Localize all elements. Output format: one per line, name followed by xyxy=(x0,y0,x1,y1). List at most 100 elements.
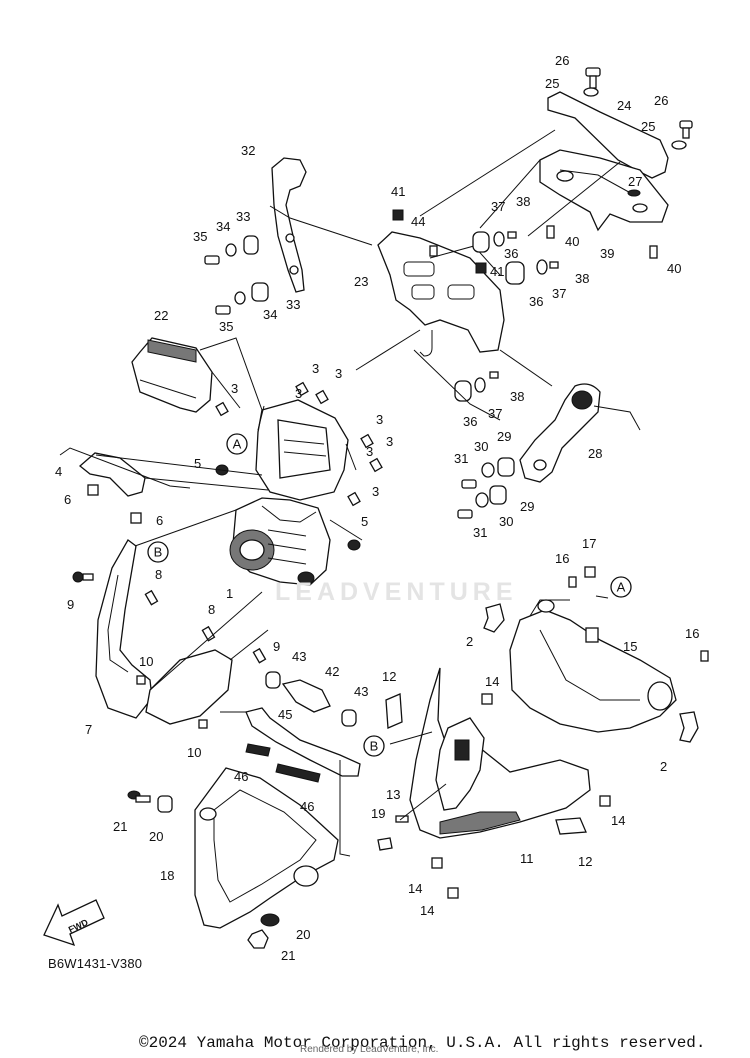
callout-number: 46 xyxy=(234,769,248,784)
callout-number: 45 xyxy=(278,707,292,722)
callout-number: 28 xyxy=(588,446,602,461)
clip-14-a xyxy=(481,693,493,705)
damper-33-upper xyxy=(204,235,259,265)
damper-group-lower xyxy=(454,371,499,402)
damper-20-lower xyxy=(260,913,280,927)
callout-number: 20 xyxy=(149,829,163,844)
callout-number: 37 xyxy=(488,406,502,421)
bolt-40-right xyxy=(649,245,658,259)
nut-10-left xyxy=(136,675,146,685)
nut-41-mid xyxy=(475,262,487,274)
callout-numbers: 26 25 26 24 25 32 27 41 38 37 44 33 35 3… xyxy=(55,53,699,963)
callout-number: 46 xyxy=(300,799,314,814)
callout-number: 11 xyxy=(520,851,534,866)
callout-number: 41 xyxy=(490,264,504,279)
screw-5-right xyxy=(347,539,361,551)
callout-number: 43 xyxy=(292,649,306,664)
bolt-21-upper xyxy=(127,790,151,803)
screw-9-mid xyxy=(252,647,267,664)
ref-b-left: B xyxy=(147,541,169,563)
callout-number: 31 xyxy=(454,451,468,466)
callout-number: 38 xyxy=(575,271,589,286)
side-cover-7 xyxy=(95,539,233,725)
callout-number: 9 xyxy=(273,639,280,654)
bolt-26-right xyxy=(679,120,693,139)
diagram-code: B6W1431-V380 xyxy=(48,956,143,971)
bolt-40-left xyxy=(546,225,555,239)
ref-a-upper: A xyxy=(226,433,248,455)
callout-number: 3 xyxy=(335,366,342,381)
seal-46-right xyxy=(275,763,321,783)
callout-number: 34 xyxy=(216,219,230,234)
callout-number: 16 xyxy=(555,551,569,566)
ref-b-lower: B xyxy=(363,735,385,757)
callout-number: 18 xyxy=(160,868,174,883)
stay-45 xyxy=(245,707,361,777)
damper-group-upper xyxy=(472,231,517,253)
screw-9-left xyxy=(72,571,94,583)
bracket-42 xyxy=(281,679,331,713)
decal-12-upper xyxy=(385,693,403,729)
callout-number: 26 xyxy=(555,53,569,68)
callout-number: 4 xyxy=(55,464,62,479)
washer-25-right xyxy=(671,140,687,150)
damper-43-right xyxy=(341,709,357,727)
callout-number: 24 xyxy=(617,98,631,113)
callout-number: 3 xyxy=(386,434,393,449)
callout-number: 14 xyxy=(611,813,625,828)
headlight-assembly-1 xyxy=(229,497,331,586)
callout-number: 37 xyxy=(491,199,505,214)
callout-number: 22 xyxy=(154,308,168,323)
bracket-15-part xyxy=(509,599,677,733)
callout-number: 26 xyxy=(654,93,668,108)
guide-lines xyxy=(59,129,641,857)
callout-number: 8 xyxy=(155,567,162,582)
callout-number: 14 xyxy=(485,674,499,689)
callout-number: 7 xyxy=(85,722,92,737)
callout-number: 31 xyxy=(473,525,487,540)
ref-a-upper-label: A xyxy=(233,437,242,452)
callout-number: 38 xyxy=(510,389,524,404)
callout-number: 40 xyxy=(667,261,681,276)
bolt-44 xyxy=(429,245,438,257)
callout-number: 36 xyxy=(529,294,543,309)
nut-21-lower xyxy=(247,929,269,949)
callout-number: 6 xyxy=(64,492,71,507)
callout-number: 30 xyxy=(499,514,513,529)
callout-number: 13 xyxy=(386,787,400,802)
side-cowl-11 xyxy=(409,667,591,839)
callout-number: 38 xyxy=(516,194,530,209)
callout-number: 15 xyxy=(623,639,637,654)
callout-number: 27 xyxy=(628,174,642,189)
bolt-26-top xyxy=(585,67,601,89)
callout-number: 9 xyxy=(67,597,74,612)
nut-10-lower xyxy=(198,719,208,729)
rendered-by-text: Rendered by LeadVenture, Inc. xyxy=(300,1044,439,1055)
callout-number: 39 xyxy=(600,246,614,261)
callout-number: 10 xyxy=(139,654,153,669)
callout-number: 42 xyxy=(325,664,339,679)
callout-number: 30 xyxy=(474,439,488,454)
callout-number: 3 xyxy=(366,444,373,459)
callout-number: 17 xyxy=(582,536,596,551)
callout-number: 34 xyxy=(263,307,277,322)
callout-number: 19 xyxy=(371,806,385,821)
callout-number: 41 xyxy=(391,184,405,199)
clip-14-c xyxy=(431,857,443,869)
nut-41-top xyxy=(392,209,404,221)
damper-group-29-lower xyxy=(457,485,507,519)
callout-number: 3 xyxy=(376,412,383,427)
clip-19 xyxy=(377,837,393,851)
callout-number: 35 xyxy=(193,229,207,244)
damper-group-mid xyxy=(505,259,559,285)
callout-number: 36 xyxy=(504,246,518,261)
bracket-28-part xyxy=(519,383,601,483)
ref-b-left-label: B xyxy=(154,545,163,560)
callout-number: 6 xyxy=(156,513,163,528)
callout-number: 5 xyxy=(194,456,201,471)
callout-number: 5 xyxy=(361,514,368,529)
callout-number: 23 xyxy=(354,274,368,289)
callout-number: 32 xyxy=(241,143,255,158)
callout-number: 3 xyxy=(372,484,379,499)
clip-6-left xyxy=(87,484,99,496)
